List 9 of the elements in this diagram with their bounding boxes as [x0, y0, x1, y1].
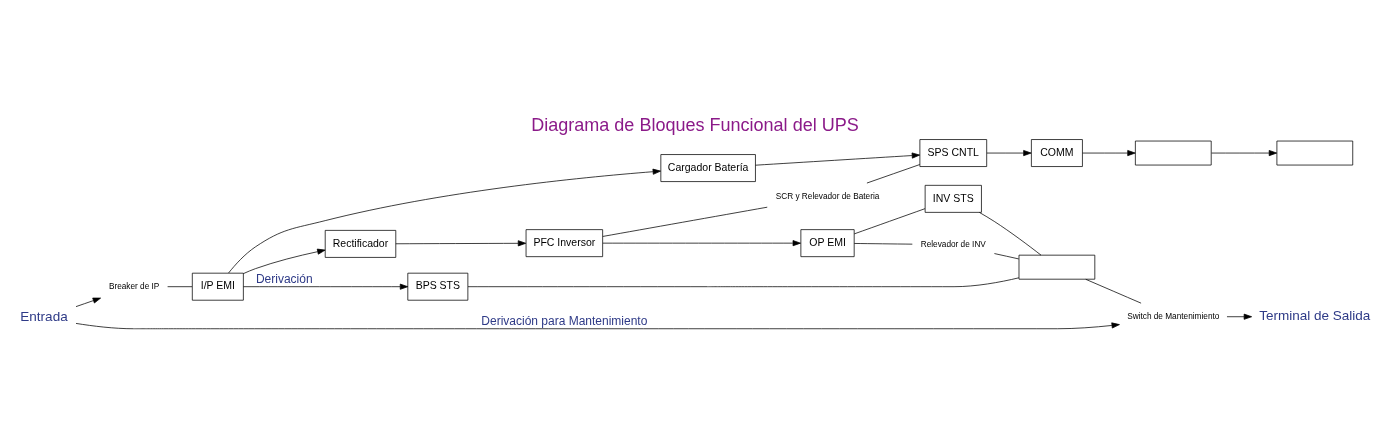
diagram-title: Diagrama de Bloques Funcional del UPS: [531, 115, 859, 136]
edge-label: Derivación: [255, 271, 313, 286]
edge-label: Derivación para Mantenimiento: [481, 313, 648, 328]
node-text: Switch de Mantenimiento: [1127, 311, 1220, 321]
node-text: Breaker de IP: [108, 281, 160, 291]
node-text: SCR y Relevador de Bateria: [775, 191, 880, 201]
node-text: Terminal de Salida: [1259, 308, 1371, 324]
node-text: Relevador de INV: [920, 239, 986, 249]
node-text: Entrada: [20, 308, 68, 324]
